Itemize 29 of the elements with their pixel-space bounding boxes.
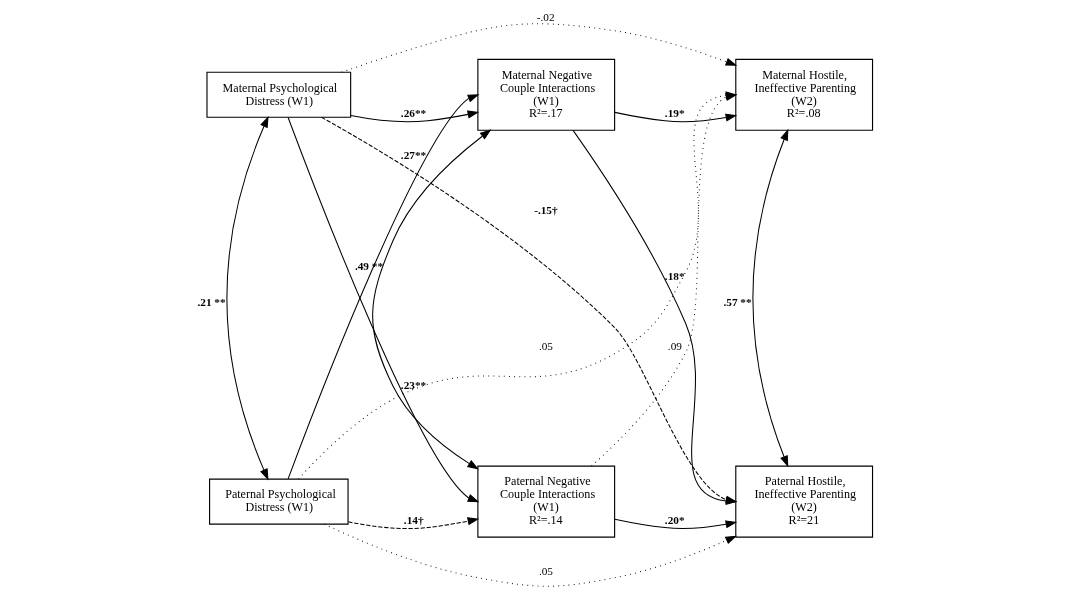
edge-label: .19*	[664, 106, 685, 119]
edge-label: -.15†	[533, 203, 558, 216]
edge-label: .05	[538, 564, 553, 577]
arrow	[371, 129, 491, 470]
node-box: Maternal Psychological Distress (W1)	[205, 71, 351, 118]
edge-label: .27**	[400, 149, 426, 162]
edge-label: .57 **	[722, 295, 752, 308]
edge-label: .20*	[664, 513, 685, 526]
node-box: Maternal Hostile, Ineffective Parenting (W2) R²=.08	[734, 58, 873, 131]
edge-label: -.02	[536, 10, 555, 23]
arrow	[613, 518, 737, 529]
edge-label: .23**	[400, 378, 426, 391]
node-box: Paternal Hostile, Ineffective Parenting (W2) R²=21	[734, 465, 873, 538]
arrow	[751, 128, 788, 468]
edge-label: .14†	[403, 513, 424, 526]
arrow	[613, 111, 737, 123]
arrow	[347, 517, 479, 530]
edge-label: .05	[538, 340, 553, 353]
edge-label: .09	[667, 339, 682, 352]
node-box: Maternal Negative Couple Interactions (W1) R²=.17	[476, 58, 615, 131]
arrow	[349, 110, 479, 123]
edge-label: .18*	[664, 270, 685, 283]
arrow	[340, 23, 737, 73]
edge-label: .26**	[400, 106, 426, 119]
edge-label: .21 **	[196, 295, 226, 308]
node-box: Paternal Psychological Distress (W1)	[208, 478, 349, 525]
arrow	[225, 115, 269, 481]
node-box: Paternal Negative Couple Interactions (W1) R²=.14	[476, 465, 615, 538]
arrow	[323, 523, 737, 587]
